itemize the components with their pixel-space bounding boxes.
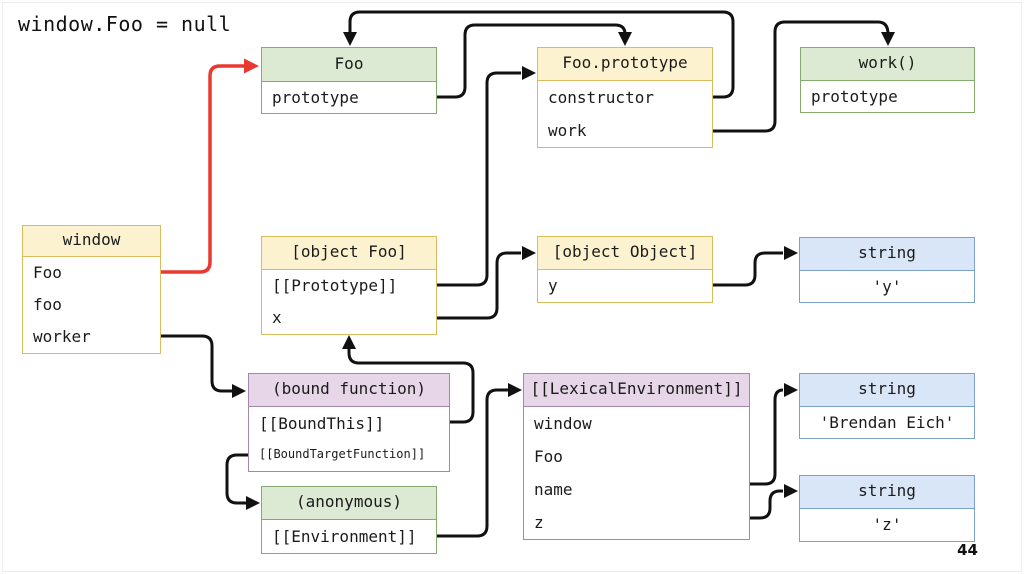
- node-work: work() prototype: [800, 47, 975, 113]
- node-lexical-environment-row-z: z: [524, 506, 749, 539]
- arrow-window-worker-to-bound-function: [161, 334, 246, 398]
- node-bound-function-title: (bound function): [249, 374, 449, 407]
- node-foo-prototype-title: Foo.prototype: [538, 48, 712, 81]
- node-work-row-prototype: prototype: [801, 81, 974, 112]
- node-lexical-environment-row-window: window: [524, 407, 749, 440]
- node-window-row-foo-lower: foo: [23, 289, 160, 321]
- node-window: window Foo foo worker: [22, 225, 161, 354]
- node-bound-function-row-boundthis: [[BoundThis]]: [249, 407, 449, 440]
- page-number: 44: [957, 541, 978, 559]
- node-foo-prototype-row-work: work: [538, 114, 712, 147]
- node-foo-row-prototype: prototype: [262, 82, 436, 113]
- arrow-object-object-y-to-string-y: [713, 246, 798, 287]
- node-window-row-foo-upper: Foo: [23, 257, 160, 289]
- node-object-foo-title: [object Foo]: [262, 237, 436, 270]
- node-string-z: string 'z': [799, 475, 975, 542]
- node-anonymous-title: (anonymous): [262, 487, 436, 520]
- node-bound-function: (bound function) [[BoundThis]] [[BoundTa…: [248, 373, 450, 472]
- node-string-brendan-value: 'Brendan Eich': [800, 407, 974, 438]
- node-lexical-environment-row-name: name: [524, 473, 749, 506]
- node-object-foo-row-x: x: [262, 302, 436, 334]
- arrow-object-foo-prototype-slot-to-foo-prototype: [437, 66, 536, 287]
- node-string-z-title: string: [800, 476, 974, 509]
- node-anonymous-row-environment: [[Environment]]: [262, 520, 436, 553]
- node-string-y-value: 'y': [800, 271, 974, 302]
- node-window-title: window: [23, 226, 160, 257]
- node-lexical-environment-row-foo: Foo: [524, 440, 749, 473]
- node-foo-prototype-row-constructor: constructor: [538, 81, 712, 114]
- node-foo-title: Foo: [262, 48, 436, 82]
- node-work-title: work(): [801, 48, 974, 81]
- node-object-object-row-y: y: [538, 270, 712, 302]
- node-string-y-title: string: [800, 238, 974, 271]
- arrow-lexenv-z-to-string-z: [750, 484, 798, 520]
- node-foo-prototype: Foo.prototype constructor work: [537, 47, 713, 148]
- node-string-y: string 'y': [799, 237, 975, 303]
- node-string-z-value: 'z': [800, 509, 974, 541]
- node-bound-function-row-boundtargetfunction: [[BoundTargetFunction]]: [249, 440, 449, 471]
- node-lexical-environment: [[LexicalEnvironment]] window Foo name z: [523, 373, 750, 540]
- node-object-object-title: [object Object]: [538, 237, 712, 270]
- node-anonymous: (anonymous) [[Environment]]: [261, 486, 437, 554]
- node-object-foo-row-prototype-slot: [[Prototype]]: [262, 270, 436, 302]
- arrow-window-foo-to-foo: [161, 58, 259, 274]
- node-object-foo: [object Foo] [[Prototype]] x: [261, 236, 437, 335]
- node-lexical-environment-title: [[LexicalEnvironment]]: [524, 374, 749, 407]
- node-string-brendan-title: string: [800, 374, 974, 407]
- node-object-object: [object Object] y: [537, 236, 713, 303]
- slide-title: window.Foo = null: [18, 12, 232, 36]
- arrow-lexenv-name-to-string-brendan: [750, 383, 798, 486]
- node-string-brendan: string 'Brendan Eich': [799, 373, 975, 439]
- node-window-row-worker: worker: [23, 321, 160, 353]
- arrow-object-foo-x-to-object-object: [437, 246, 536, 320]
- node-foo: Foo prototype: [261, 47, 437, 114]
